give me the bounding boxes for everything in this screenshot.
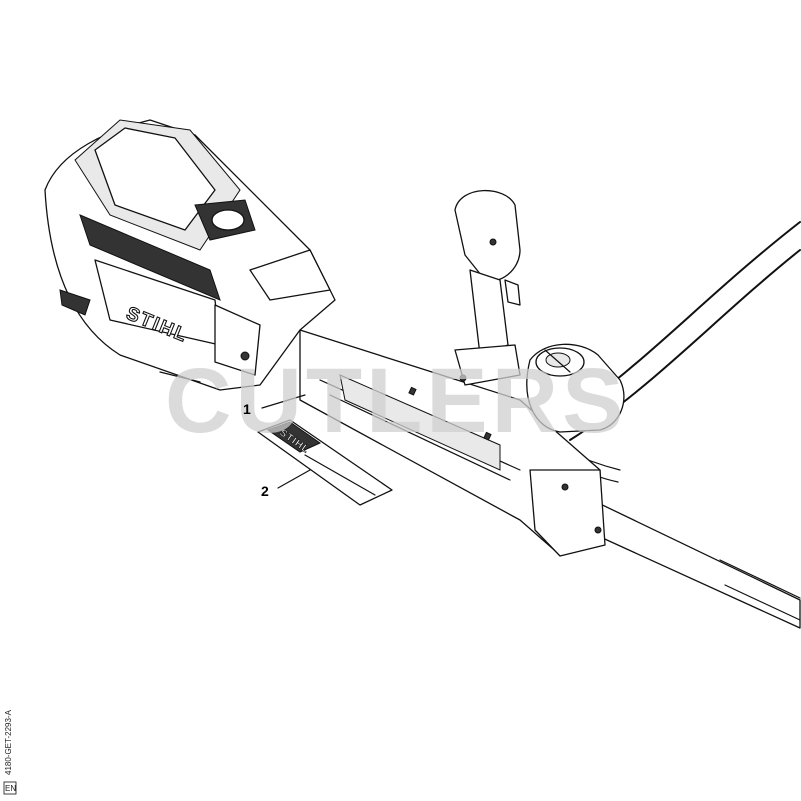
control-handle <box>526 343 625 433</box>
motor-housing: STIHL <box>44 119 336 391</box>
callout-2: 2 <box>261 483 269 499</box>
drawing-code: 4180-GET-2293-A <box>4 709 13 775</box>
callout-1: 1 <box>243 401 251 417</box>
watermark: CUTLERS <box>165 350 627 452</box>
lock-lever <box>454 189 521 386</box>
leader-line-1 <box>261 394 306 409</box>
corner-mark: EN <box>5 784 16 793</box>
leader-line-2 <box>277 469 311 489</box>
drive-shaft <box>584 499 801 629</box>
corner-mark-box <box>3 781 17 795</box>
decal-sticker: STIHL <box>257 419 393 506</box>
